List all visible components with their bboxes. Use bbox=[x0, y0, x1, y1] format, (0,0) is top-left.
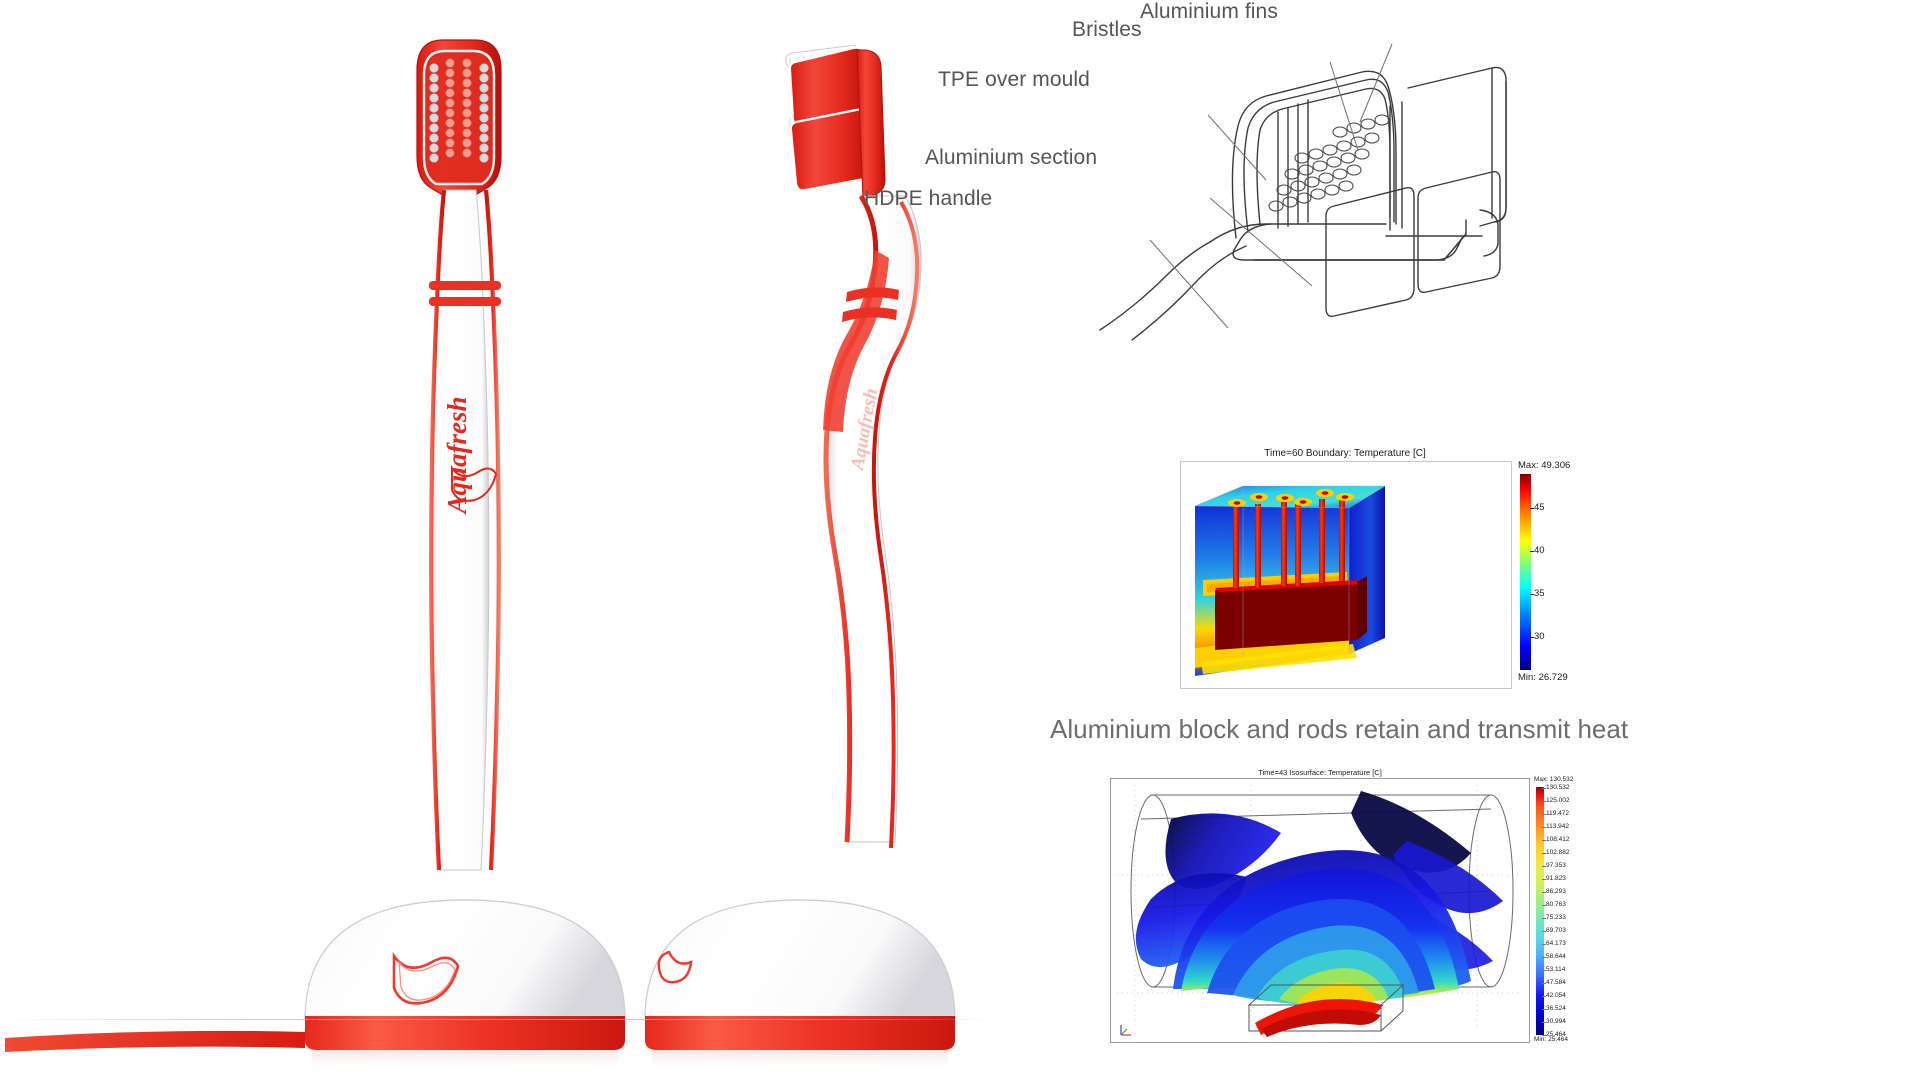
sim2-tick-19: 25.464 bbox=[1542, 1031, 1566, 1038]
sim2-tick-4: 108.412 bbox=[1542, 836, 1570, 843]
simulation-boundary-temperature: Time=60 Boundary: Temperature [C] bbox=[1180, 448, 1580, 698]
sim2-tick-13: 58.644 bbox=[1542, 953, 1566, 960]
toothbrush-front-view: Aquafresh bbox=[416, 39, 502, 871]
sim2-tick-18: 30.994 bbox=[1542, 1018, 1566, 1025]
wave-logo-front bbox=[392, 951, 460, 1005]
sim2-tick-9: 80.763 bbox=[1542, 901, 1566, 908]
sim2-colorbar-min: Min: 25.464 bbox=[1534, 1036, 1568, 1043]
brand-logo-text: Aquafresh bbox=[442, 396, 472, 515]
sim2-colorbar: Max: 130.532 130.532 125.002 119.472 113… bbox=[1522, 776, 1588, 1049]
sim2-colorbar-max: Max: 130.532 bbox=[1534, 776, 1574, 783]
sim2-tick-16: 42.054 bbox=[1542, 992, 1566, 999]
sim2-tick-2: 119.472 bbox=[1541, 810, 1570, 817]
sim2-title: Time=43 Isosurface: Temperature [C] bbox=[1258, 768, 1382, 777]
sim2-tick-17: 36.524 bbox=[1542, 1005, 1566, 1012]
sim2-tick-8: 86.293 bbox=[1542, 888, 1566, 895]
sim1-title: Time=60 Boundary: Temperature [C] bbox=[1264, 448, 1426, 459]
sim2-tick-0: 130.532 bbox=[1542, 784, 1570, 791]
sim1-colorbar-min: Min: 26.729 bbox=[1518, 672, 1568, 683]
charging-base-side bbox=[644, 899, 956, 1072]
sim2-tick-12: 64.173 bbox=[1542, 940, 1566, 947]
bristle-tufts bbox=[429, 58, 489, 163]
sim1-colorbar: Max: 49.306 45 40 35 30 Min: 26.729 bbox=[1518, 460, 1580, 694]
sim1-tick-30: 30 bbox=[1530, 631, 1545, 642]
toothbrush-head-cutaway: Aluminium fins Bristles TPE over mould A… bbox=[864, 0, 1600, 341]
label-aluminium-fins: Aluminium fins bbox=[1140, 0, 1278, 23]
power-cord-front bbox=[5, 1030, 305, 1052]
simulation-isosurface-temperature: Time=43 Isosurface: Temperature [C] bbox=[1110, 768, 1580, 1058]
brand-logo-front: Aquafresh bbox=[442, 396, 498, 516]
charging-base-front bbox=[5, 899, 626, 1072]
sim2-tick-10: 75.233 bbox=[1542, 914, 1566, 921]
label-tpe-over-mould: TPE over mould bbox=[938, 68, 1090, 91]
sim2-tick-11: 69.703 bbox=[1542, 927, 1566, 934]
sim1-tick-40: 40 bbox=[1530, 545, 1545, 556]
sim1-tick-45: 45 bbox=[1530, 502, 1545, 513]
sim1-colorbar-gradient bbox=[1520, 474, 1531, 670]
sim2-plot-area bbox=[1110, 778, 1530, 1043]
sim1-plot-area bbox=[1180, 461, 1512, 689]
sim2-tick-6: 97.353 bbox=[1542, 862, 1566, 869]
caption-heat-transfer: Aluminium block and rods retain and tran… bbox=[1050, 714, 1629, 744]
sim2-tick-7: 91.823 bbox=[1542, 875, 1566, 882]
leader-lines bbox=[1149, 43, 1393, 329]
sim2-tick-1: 125.002 bbox=[1542, 797, 1570, 804]
sim1-colorbar-max: Max: 49.306 bbox=[1518, 460, 1571, 471]
wave-logo-side bbox=[657, 950, 693, 984]
sim1-tick-35: 35 bbox=[1530, 588, 1545, 599]
toothbrush-side-view: Aquafresh bbox=[785, 44, 922, 849]
label-hdpe-handle: HDPE handle bbox=[864, 187, 993, 210]
product-render-pane: Aquafresh bbox=[0, 39, 1000, 1072]
sim2-tick-3: 113.942 bbox=[1541, 823, 1570, 830]
label-bristles: Bristles bbox=[1072, 18, 1142, 41]
sim2-colorbar-gradient bbox=[1536, 787, 1544, 1035]
floor-line bbox=[0, 1019, 1000, 1020]
label-aluminium-section: Aluminium section bbox=[925, 146, 1098, 169]
toothbrush-renders: Aquafresh bbox=[5, 39, 956, 1072]
sim2-tick-14: 53.114 bbox=[1541, 966, 1566, 973]
sim2-tick-15: 47.584 bbox=[1542, 979, 1566, 986]
sim2-tick-5: 102.882 bbox=[1542, 849, 1570, 856]
